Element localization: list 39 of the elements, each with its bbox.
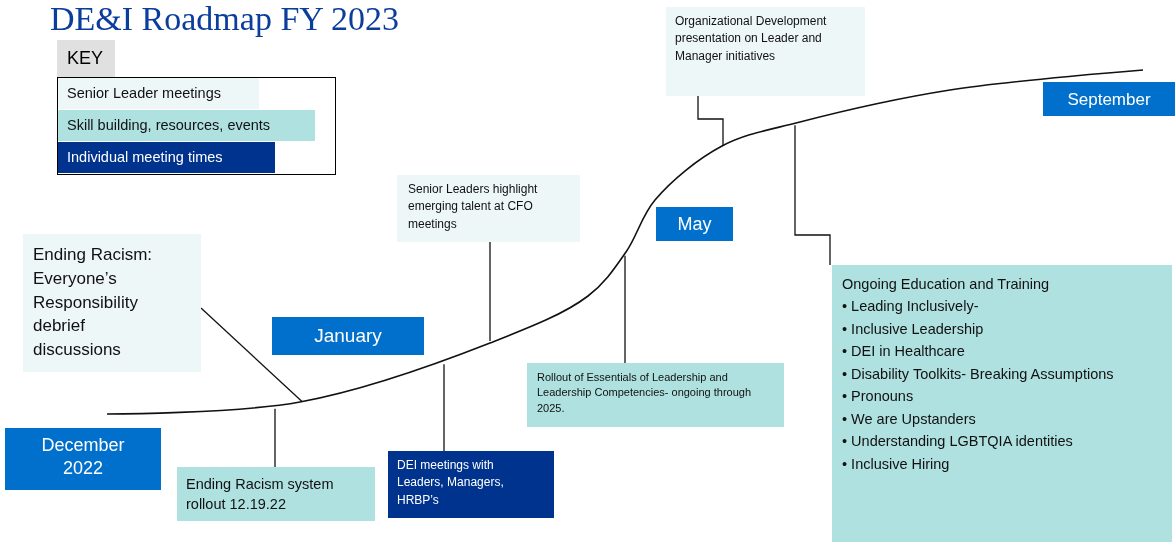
note-text: Senior Leaders highlight emerging talent at CFO meetings <box>408 181 539 233</box>
event-note <box>23 234 201 372</box>
month-text: December 2022 <box>40 434 126 481</box>
month-label <box>1043 82 1175 116</box>
leader-line <box>624 255 626 364</box>
bullet-item: • DEI in Healthcare <box>842 342 966 362</box>
leader-line <box>794 124 831 266</box>
legend-text: Individual meeting times <box>67 149 223 165</box>
month-text: January <box>313 324 383 348</box>
event-note <box>666 7 865 96</box>
event-note <box>388 451 554 518</box>
bullet-item: • Inclusive Leadership <box>842 319 985 339</box>
leader-line <box>443 363 445 452</box>
bullet-item: • Disability Toolkits- Breaking Assumptions <box>842 364 1115 384</box>
note-text: DEI meetings with Leaders, Managers, HRBP’s <box>397 457 505 509</box>
leader-line <box>200 307 303 403</box>
month-text: September <box>1066 89 1152 111</box>
event-note <box>832 265 1172 542</box>
note-text: Organizational Development presentation on Leader and Manager initiatives <box>675 13 828 65</box>
bullet-item: • Leading Inclusively- <box>842 297 980 317</box>
event-note <box>527 363 784 427</box>
leader-line <box>489 241 491 342</box>
leader-line <box>274 408 276 468</box>
note-text: Ending Racism system rollout 12.19.22 <box>186 475 335 515</box>
bullet-item: • Inclusive Hiring <box>842 454 951 474</box>
key-heading: KEY <box>57 40 115 77</box>
leader-line <box>697 95 724 146</box>
bullet-item: • Understanding LGBTQIA identities <box>842 432 1074 452</box>
note-text: Rollout of Essentials of Leadership and Leadership Competencies- ongoing through 2025. <box>537 370 753 416</box>
month-label <box>5 428 161 490</box>
title: DE&I Roadmap FY 2023 <box>50 0 400 38</box>
bullet-item: • Pronouns <box>842 387 915 407</box>
legend-text: Senior Leader meetings <box>67 85 221 101</box>
month-text: May <box>676 213 713 236</box>
note-text: Ongoing Education and Training <box>842 275 1051 294</box>
bullet-item: • We are Upstanders <box>842 409 977 429</box>
event-note <box>177 467 375 521</box>
legend-text: Skill building, resources, events <box>67 117 271 133</box>
note-text: Ending Racism: Everyone’s Responsibility debrief discussions <box>33 244 154 362</box>
